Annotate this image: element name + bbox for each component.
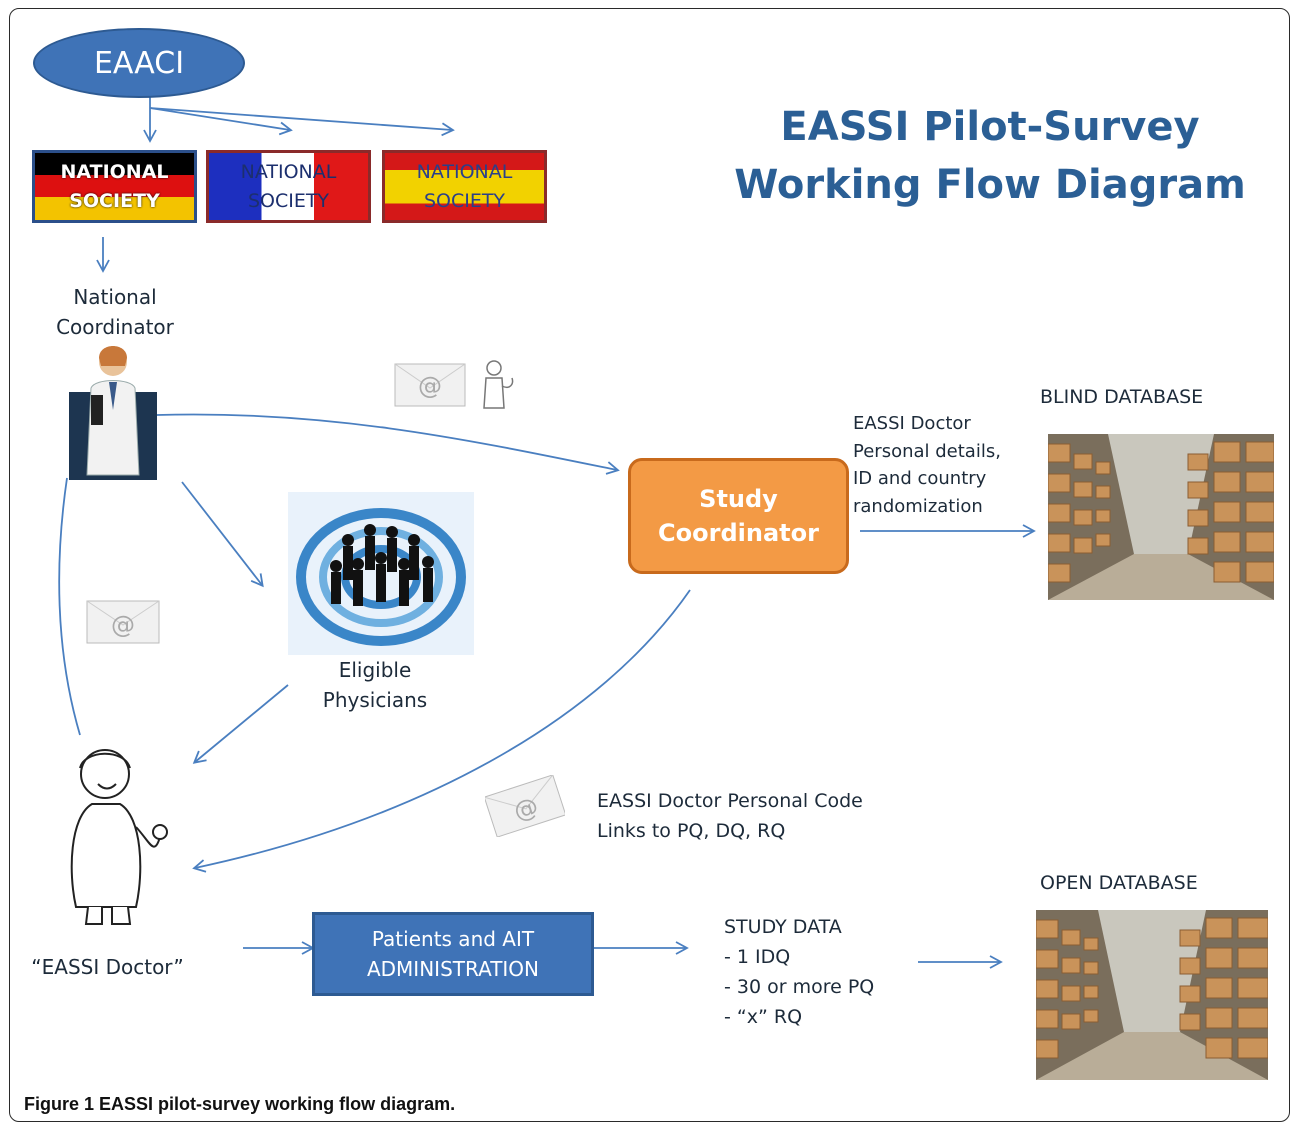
eligible-physicians-line-2: Physicians (322, 688, 428, 712)
blind-database-title: BLIND DATABASE (1040, 386, 1204, 408)
open-database-picture (1036, 910, 1268, 1080)
flag-france-national-society: NATIONAL SOCIETY (206, 150, 371, 223)
open-database-title: OPEN DATABASE (1040, 872, 1198, 894)
arrow-eaaci-es (149, 107, 455, 137)
svg-text:@: @ (418, 372, 442, 400)
title-line-2: Working Flow Diagram (734, 162, 1246, 208)
eligible-physicians-picture (288, 492, 474, 655)
blind-db-note-line-2: Personal details, (853, 440, 1001, 462)
arrow-eaaci-fr (149, 107, 293, 136)
eligible-physicians-line-1: Eligible (338, 658, 412, 682)
study-coordinator-line-2: Coordinator (658, 519, 819, 547)
caption-text: EASSI pilot-survey working flow diagram. (99, 1094, 456, 1114)
caption-label: Figure 1 (24, 1094, 95, 1114)
patients-box-line-1: Patients and AIT (371, 927, 535, 951)
flag-germany-national-society: NATIONAL SOCIETY (32, 150, 197, 223)
email-envelope-icon-left: @ (86, 600, 160, 644)
study-coordinator-line-1: Study (699, 485, 778, 513)
patients-box-line-2: ADMINISTRATION (366, 957, 540, 981)
eassi-doctor-picture (70, 749, 168, 925)
national-coordinator-picture (69, 346, 157, 480)
svg-text:@: @ (111, 611, 135, 639)
national-coordinator-line-2: Coordinator (56, 315, 174, 339)
blind-db-note-line-3: ID and country (853, 468, 987, 489)
small-doctor-icon (483, 360, 514, 409)
study-data-title: STUDY DATA (724, 916, 842, 938)
line-coordinator-doctor (58, 477, 81, 736)
blind-db-note-line-1: EASSI Doctor (853, 413, 971, 434)
email-envelope-icon-code: @ (485, 775, 565, 837)
national-coordinator-label: National Coordinator (40, 282, 190, 342)
flag-spain-national-society: NATIONAL SOCIETY (382, 150, 547, 223)
diagram-title: EASSI Pilot-Survey Working Flow Diagram (730, 98, 1250, 214)
arrow-coordinator-study (156, 413, 620, 475)
eligible-physicians-label: Eligible Physicians (300, 655, 450, 715)
arrow-physicians-doctor (192, 684, 289, 764)
study-data-list: STUDY DATA - 1 IDQ - 30 or more PQ - “x”… (724, 912, 874, 1032)
flag-spain-line-2: SOCIETY (423, 189, 506, 212)
personal-code-line-2: Links to PQ, DQ, RQ (597, 820, 786, 842)
national-coordinator-line-1: National (73, 285, 157, 309)
blind-database-picture (1048, 434, 1274, 600)
study-data-item-3: - “x” RQ (724, 1006, 803, 1028)
study-data-item-1: - 1 IDQ (724, 946, 791, 968)
personal-code-line-1: EASSI Doctor Personal Code (597, 790, 863, 812)
blind-db-note: EASSI Doctor Personal details, ID and co… (853, 410, 1001, 520)
patients-administration-box: Patients and AIT ADMINISTRATION (312, 912, 594, 996)
eassi-doctor-label: “EASSI Doctor” (31, 955, 184, 979)
eaaci-node: EAACI (33, 28, 245, 98)
arrow-study-doctor (192, 589, 691, 873)
figure-caption: Figure 1 EASSI pilot-survey working flow… (24, 1094, 455, 1115)
email-envelope-icon: @ (394, 363, 466, 407)
flag-spain-line-1: NATIONAL (416, 160, 513, 183)
study-data-item-2: - 30 or more PQ (724, 976, 875, 998)
flag-germany-line-2: SOCIETY (69, 189, 160, 212)
blind-db-note-line-4: randomization (853, 495, 983, 517)
flag-germany-line-1: NATIONAL (60, 160, 169, 183)
study-coordinator-box: Study Coordinator (628, 458, 849, 574)
flag-france-line-2: SOCIETY (247, 189, 330, 212)
flag-france-line-1: NATIONAL (240, 160, 337, 183)
arrow-coordinator-physicians (181, 481, 264, 588)
title-line-1: EASSI Pilot-Survey (780, 104, 1200, 150)
personal-code-note: EASSI Doctor Personal Code Links to PQ, … (597, 786, 863, 846)
